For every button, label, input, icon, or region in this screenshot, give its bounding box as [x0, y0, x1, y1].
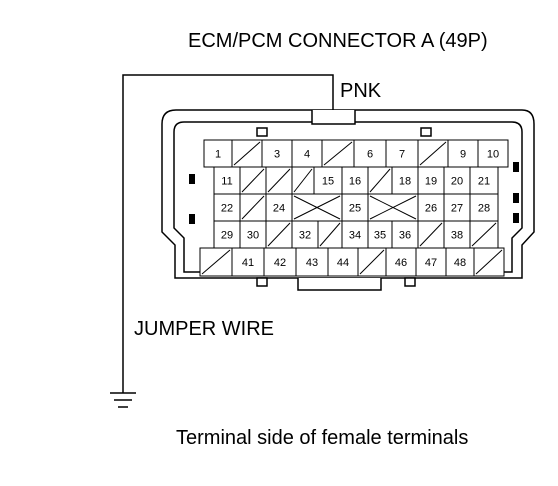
terminal-number: 47 — [425, 257, 437, 269]
empty-terminal-slash — [419, 222, 443, 247]
empty-terminal-slash — [267, 168, 291, 193]
terminal-number: 20 — [451, 176, 463, 188]
empty-terminal-cross — [293, 195, 341, 220]
ground-icon — [110, 392, 136, 408]
terminal-cell — [415, 247, 447, 277]
side-key — [189, 174, 195, 184]
terminal-number: 26 — [425, 203, 437, 215]
terminal-cell — [469, 166, 499, 195]
terminal-number: 46 — [395, 257, 407, 269]
terminal-number: 10 — [487, 149, 499, 161]
terminal-number: 11 — [221, 176, 232, 188]
terminal-number: 43 — [306, 257, 318, 269]
terminal-number: 38 — [451, 230, 463, 242]
terminal-number: 27 — [451, 203, 463, 215]
terminal-number: 22 — [221, 203, 233, 215]
terminal-cell — [213, 193, 241, 222]
terminal-cell — [367, 220, 393, 249]
side-key — [513, 193, 519, 203]
top-latch — [311, 110, 356, 125]
bottom-tab — [297, 278, 382, 291]
empty-terminal-slash — [475, 249, 503, 275]
terminal-number: 21 — [478, 176, 490, 188]
top-notch-right — [420, 127, 432, 137]
terminal-cell — [391, 220, 419, 249]
empty-terminal-slash — [233, 141, 261, 166]
terminal-cell — [261, 139, 293, 168]
side-key — [189, 214, 195, 224]
terminal-number: 1 — [215, 149, 221, 161]
terminal-number: 18 — [399, 176, 411, 188]
terminal-number: 9 — [460, 149, 466, 161]
terminal-number: 42 — [274, 257, 286, 269]
terminal-cell — [263, 247, 297, 277]
terminal-number: 35 — [374, 230, 386, 242]
terminal-number: 28 — [478, 203, 490, 215]
connector-title: ECM/PCM CONNECTOR A (49P) — [188, 30, 488, 52]
terminal-number: 48 — [454, 257, 466, 269]
terminal-cell — [265, 193, 293, 222]
terminal-number: 32 — [299, 230, 311, 242]
empty-terminal-slash — [241, 195, 265, 220]
empty-terminal-slash — [319, 222, 341, 247]
terminal-number: 34 — [349, 230, 361, 242]
terminal-number: 16 — [349, 176, 361, 188]
terminal-cell — [443, 193, 471, 222]
terminal-side-caption: Terminal side of female terminals — [176, 427, 469, 449]
terminal-number: 6 — [367, 149, 373, 161]
terminal-number: 41 — [242, 257, 254, 269]
empty-terminal-slash — [267, 222, 291, 247]
wire-color-label: PNK — [340, 80, 382, 102]
empty-terminal-slash — [471, 222, 497, 247]
terminal-cell — [445, 247, 475, 277]
terminal-cell — [385, 247, 417, 277]
jumper-wire — [122, 74, 334, 393]
terminal-number: 4 — [304, 149, 310, 161]
empty-terminal-slash — [419, 141, 447, 166]
terminal-cell — [447, 139, 479, 168]
terminal-number: 24 — [273, 203, 285, 215]
empty-terminal-slash — [241, 168, 265, 193]
terminal-number: 19 — [425, 176, 437, 188]
jumper-wire-label: JUMPER WIRE — [134, 318, 274, 340]
terminal-number: 30 — [247, 230, 259, 242]
empty-terminal-slash — [201, 249, 231, 275]
terminal-number: 44 — [337, 257, 349, 269]
terminal-number: 25 — [349, 203, 361, 215]
side-key — [513, 162, 519, 172]
empty-terminal-cross — [369, 195, 417, 220]
terminal-cell — [327, 247, 359, 277]
terminal-number: 3 — [274, 149, 280, 161]
empty-terminal-slash — [359, 249, 385, 275]
terminal-cell — [313, 166, 343, 195]
empty-terminal-slash — [323, 141, 353, 166]
top-notch-left — [256, 127, 268, 137]
terminal-number: 36 — [399, 230, 411, 242]
terminal-cell — [391, 166, 419, 195]
terminal-number: 15 — [322, 176, 334, 188]
bottom-lug-right — [404, 277, 416, 287]
terminal-number: 7 — [399, 149, 405, 161]
bottom-lug-left — [256, 277, 268, 287]
terminal-cell — [353, 139, 387, 168]
side-key — [513, 213, 519, 223]
terminal-cell — [477, 139, 509, 168]
terminal-number: 29 — [221, 230, 233, 242]
empty-terminal-slash — [369, 168, 391, 193]
terminal-cell — [213, 166, 241, 195]
terminal-cell — [231, 247, 265, 277]
empty-terminal-slash — [293, 168, 313, 193]
